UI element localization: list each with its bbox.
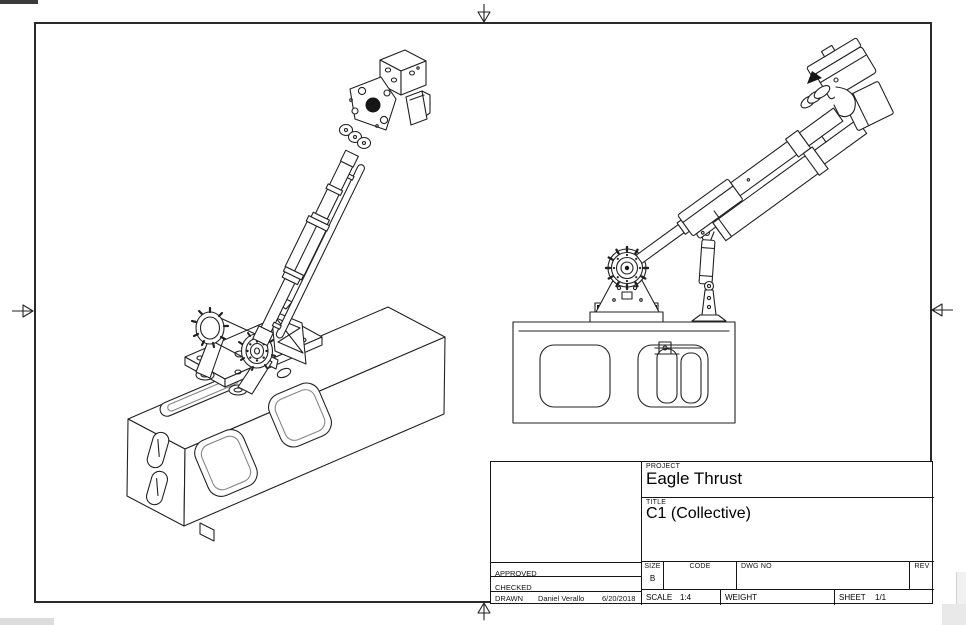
approved-cell: APPROVED bbox=[491, 562, 642, 578]
drawn-date: 6/20/2018 bbox=[602, 594, 636, 603]
grip-head bbox=[338, 49, 431, 150]
rev-cell: REV bbox=[909, 562, 934, 590]
pivot-hub bbox=[604, 245, 650, 291]
screen-artifact-top-left bbox=[0, 0, 38, 4]
screen-artifact-bottom-left bbox=[0, 618, 54, 625]
drawn-by: Daniel Verallo bbox=[538, 594, 585, 603]
code-label: CODE bbox=[689, 563, 711, 570]
pivot-stand bbox=[589, 272, 664, 323]
approved-label: APPROVED bbox=[495, 569, 537, 578]
drawing-frame bbox=[34, 22, 932, 603]
checked-label: CHECKED bbox=[495, 583, 532, 592]
end-slots bbox=[145, 431, 170, 506]
project-label: PROJECT bbox=[646, 463, 681, 470]
title-value: C1 (Collective) bbox=[646, 505, 751, 522]
project-value: Eagle Thrust bbox=[646, 469, 743, 488]
grip-head-side bbox=[800, 37, 894, 131]
drawn-label: DRAWN bbox=[495, 594, 524, 603]
front-cutout bbox=[194, 382, 332, 497]
screen-artifact-bottom-right bbox=[942, 604, 966, 625]
grip-center-hole bbox=[365, 97, 381, 113]
title-label: TITLE bbox=[646, 499, 667, 506]
weight-label: WEIGHT bbox=[725, 593, 757, 602]
dwg-no-label: DWG NO bbox=[741, 563, 772, 570]
title-block-blank-cell bbox=[491, 462, 642, 562]
scale-value: 1:4 bbox=[680, 593, 692, 602]
title-cell: TITLE C1 (Collective) bbox=[642, 498, 934, 562]
parallel-rod bbox=[275, 164, 365, 339]
rev-label: REV bbox=[914, 563, 930, 570]
scale-cell: SCALE 1:4 bbox=[642, 590, 720, 605]
centering-mark-bottom bbox=[477, 602, 491, 621]
centering-mark-left bbox=[12, 304, 34, 318]
dwg-no-cell: DWG NO bbox=[736, 562, 909, 590]
code-cell: CODE bbox=[663, 562, 736, 590]
bearing-flange-left bbox=[190, 306, 230, 349]
size-label: SIZE bbox=[644, 563, 661, 570]
sheet-cell: SHEET 1/1 bbox=[834, 590, 934, 605]
scale-label: SCALE bbox=[646, 593, 673, 602]
size-value: B bbox=[649, 574, 656, 583]
control-stick bbox=[252, 149, 365, 347]
sheet-label: SHEET bbox=[839, 593, 866, 602]
screen-artifact-right-strip bbox=[956, 572, 966, 625]
weight-cell: WEIGHT bbox=[720, 590, 834, 605]
size-cell: SIZE B bbox=[642, 562, 663, 590]
project-cell: PROJECT Eagle Thrust bbox=[642, 462, 934, 498]
title-block: PROJECT Eagle Thrust TITLE C1 (Collectiv… bbox=[490, 461, 934, 605]
damper-cylinder bbox=[712, 119, 868, 242]
drawn-cell: DRAWN Daniel Verallo 6/20/2018 bbox=[491, 591, 642, 605]
mounting-base bbox=[512, 321, 736, 424]
clamp-rings bbox=[338, 123, 372, 150]
centering-mark-right bbox=[931, 303, 953, 317]
side-elevation-view bbox=[505, 36, 895, 436]
support-link bbox=[689, 230, 729, 323]
checked-cell: CHECKED bbox=[491, 576, 642, 592]
isometric-view bbox=[88, 42, 468, 542]
grip-marking bbox=[807, 71, 822, 84]
control-stick-side bbox=[635, 107, 844, 264]
centering-mark-top bbox=[477, 4, 491, 23]
sheet-value: 1/1 bbox=[875, 593, 887, 602]
